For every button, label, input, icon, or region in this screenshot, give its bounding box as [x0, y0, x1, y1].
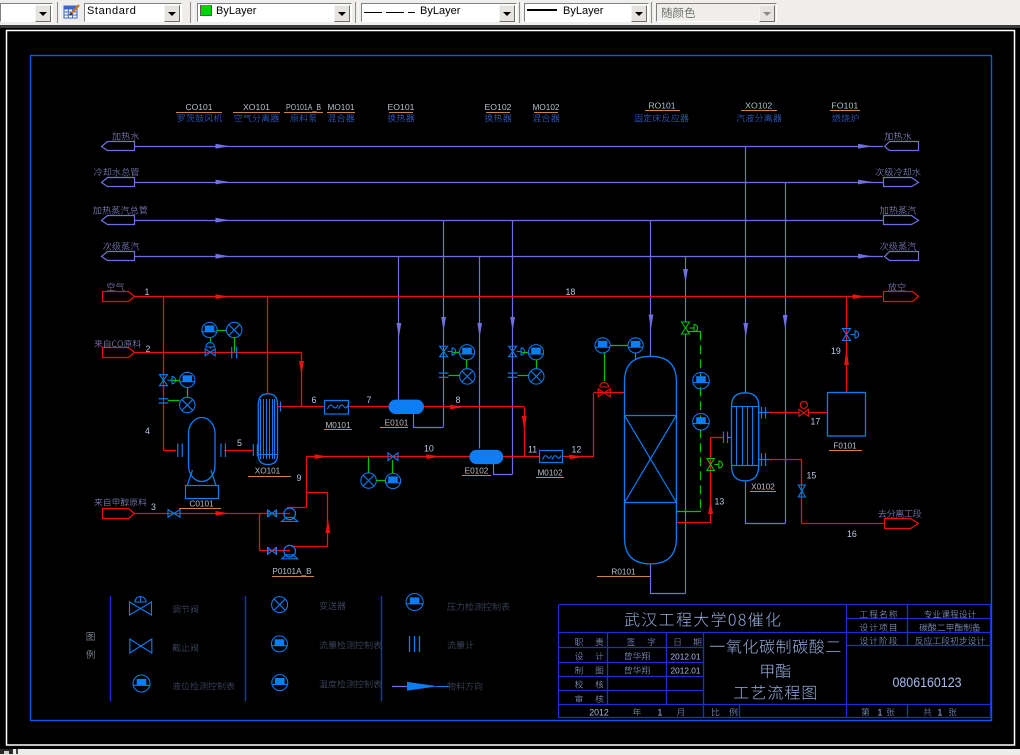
svg-text:M0102: M0102 [537, 469, 562, 478]
svg-text:FO101: FO101 [831, 102, 858, 111]
svg-text:PO101A_B: PO101A_B [286, 103, 321, 112]
svg-text:EO101: EO101 [388, 103, 415, 112]
svg-text:EO102: EO102 [485, 103, 512, 112]
svg-text:6: 6 [312, 395, 317, 405]
svg-text:2012.01: 2012.01 [671, 651, 701, 661]
svg-text:1: 1 [658, 707, 663, 717]
svg-text:XO101: XO101 [243, 103, 270, 112]
svg-text:MO101: MO101 [328, 103, 355, 112]
svg-text:XO101: XO101 [255, 467, 281, 476]
svg-text:P0101A_B: P0101A_B [272, 567, 312, 576]
svg-text:9: 9 [297, 473, 302, 483]
svg-text:19: 19 [831, 346, 841, 356]
svg-text:3: 3 [151, 502, 156, 512]
svg-text:R0101: R0101 [611, 568, 636, 577]
svg-text:8: 8 [456, 395, 461, 405]
svg-text:F0101: F0101 [833, 442, 857, 451]
svg-text:10: 10 [424, 444, 434, 454]
svg-text:11: 11 [528, 445, 537, 455]
svg-text:XO102: XO102 [745, 102, 772, 111]
svg-text:MO102: MO102 [533, 103, 560, 112]
svg-text:1: 1 [878, 707, 883, 717]
svg-text:17: 17 [811, 417, 821, 427]
svg-text:4: 4 [145, 426, 150, 436]
svg-text:15: 15 [807, 471, 817, 481]
svg-text:X0102: X0102 [751, 483, 775, 492]
svg-text:16: 16 [847, 529, 857, 539]
svg-text:E0102: E0102 [465, 467, 489, 476]
svg-text:1: 1 [938, 707, 943, 717]
svg-text:M0101: M0101 [325, 421, 350, 430]
svg-text:CO101: CO101 [186, 103, 213, 112]
svg-text:E0101: E0101 [385, 419, 409, 428]
svg-text:7: 7 [367, 395, 372, 405]
svg-text:2: 2 [146, 344, 151, 354]
svg-text:RO101: RO101 [649, 102, 676, 111]
svg-text:5: 5 [237, 438, 242, 448]
svg-text:2012: 2012 [589, 707, 609, 717]
svg-text:C0101: C0101 [189, 500, 214, 509]
svg-text:12: 12 [572, 445, 582, 455]
svg-text:18: 18 [566, 287, 576, 297]
svg-text:1: 1 [145, 287, 150, 297]
svg-text:2012.01: 2012.01 [671, 666, 701, 676]
svg-text:0806160123: 0806160123 [893, 674, 962, 690]
svg-text:13: 13 [715, 497, 725, 507]
